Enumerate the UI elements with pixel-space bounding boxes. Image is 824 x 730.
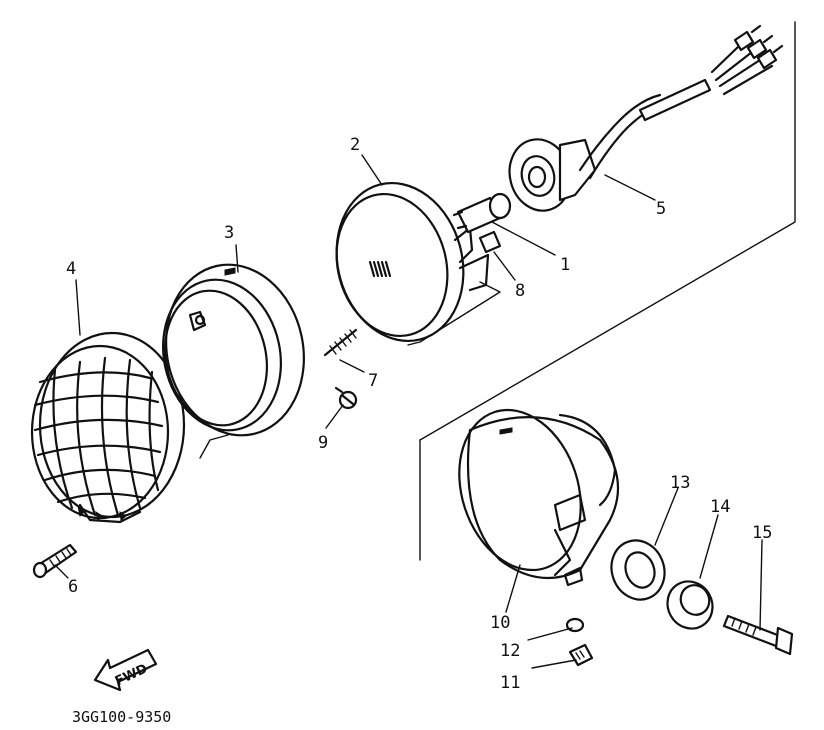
part-label-15: 15 [752,523,772,543]
part-label-8: 8 [515,281,525,301]
socket-cap [478,230,502,254]
headlight-rim [162,263,305,437]
fwd-arrow: FWD [93,648,158,692]
adjust-spring [323,328,358,357]
part-label-7: 7 [368,371,378,391]
part-label-5: 5 [656,199,666,219]
part-label-12: 12 [500,641,520,661]
part-label-14: 14 [710,497,730,517]
cable-grommet [610,539,666,601]
part-label-10: 10 [490,613,510,633]
lens-unit [335,181,490,343]
adjust-screw [334,386,358,410]
part-label-1: 1 [560,255,570,275]
cover-plate [666,580,714,630]
assembly-boundary-lines [199,21,796,561]
part-label-6: 6 [68,577,78,597]
guard-bolt [32,543,78,579]
part-label-11: 11 [500,673,520,693]
part-label-2: 2 [350,135,360,155]
headlight-bulb [452,192,512,234]
part-label-9: 9 [318,433,328,453]
part-labels: 1 2 3 4 5 6 7 8 9 10 11 12 13 14 15 [66,135,772,693]
part-label-3: 3 [224,223,234,243]
case-screw [568,643,594,667]
bulb-socket-harness [508,24,784,212]
headlight-case [458,408,620,587]
diagram-code: 3GG100-9350 [72,708,171,726]
part-label-4: 4 [66,259,76,279]
headlight-guard [30,331,186,524]
part-label-13: 13 [670,473,690,493]
leader-lines [54,154,763,669]
mounting-bolt [722,614,794,656]
